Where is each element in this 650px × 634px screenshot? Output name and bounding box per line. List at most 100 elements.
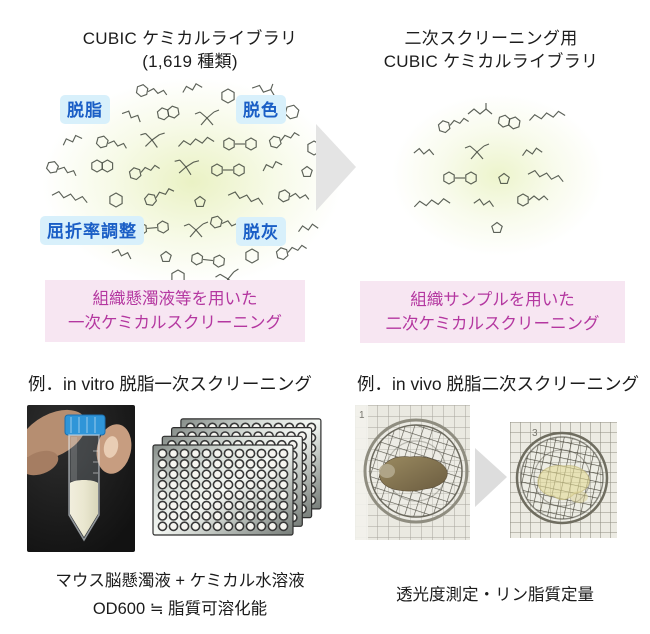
photo-mark-after: 3 (532, 428, 538, 439)
molecule-structure-icon (160, 250, 172, 262)
plate-well (190, 459, 201, 469)
plate-well (179, 511, 190, 521)
plate-well (245, 511, 256, 521)
molecule-structure-icon (437, 117, 469, 134)
molecule-structure-icon (221, 88, 235, 104)
plate-well (212, 479, 223, 490)
molecule-structure-icon (211, 163, 245, 177)
plate-well (201, 521, 212, 532)
cleared-brain-sample (537, 465, 590, 501)
plate-well (190, 511, 201, 521)
library-title-secondary: 二次スクリーニング用 CUBIC ケミカルライブラリ (360, 27, 622, 73)
tube-photo (27, 405, 135, 552)
secondary-screening-line2: 二次ケミカルスクリーニング (385, 315, 600, 333)
molecule-structure-icon (413, 198, 451, 208)
molecule-structure-icon (262, 160, 283, 172)
label-ri-adjustment: 屈折率調整 (40, 216, 144, 245)
plate-well (157, 490, 168, 500)
plate-well (179, 469, 190, 480)
plate-well (234, 448, 245, 459)
plate-well (168, 459, 179, 469)
plate-well (267, 479, 278, 490)
plate-well (267, 511, 278, 521)
molecule-structure-icon (522, 147, 543, 157)
arrow-right-large-icon (316, 124, 356, 211)
plate-well (256, 490, 267, 500)
plate-well (157, 500, 168, 511)
molecule-structure-icon (301, 165, 313, 177)
plate-well (201, 459, 212, 469)
plate-well (245, 490, 256, 500)
plate-well (267, 459, 278, 469)
molecule-structure-icon (178, 136, 215, 147)
plate-well (157, 479, 168, 490)
primary-screening-line2: 一次ケミカルスクリーニング (67, 314, 282, 332)
plate-well (278, 511, 289, 521)
plate-well (201, 500, 212, 511)
plate-well (201, 469, 212, 480)
plate-well (157, 521, 168, 532)
plate-well (201, 448, 212, 459)
library-title-secondary-line1: 二次スクリーニング用 (404, 29, 578, 48)
molecule-structure-icon (182, 83, 203, 93)
primary-screening-box: 組織懸濁液等を用いた 一次ケミカルスクリーニング (45, 280, 305, 342)
plate-well (190, 500, 201, 511)
plate-well (168, 511, 179, 521)
molecule-structure-icon (174, 159, 200, 176)
molecule-structure-icon (223, 137, 257, 151)
primary-screening-line1: 組織懸濁液等を用いた (92, 290, 258, 308)
well-plates-illustration (152, 418, 322, 536)
molecule-structure-icon (45, 161, 77, 177)
plate-well (234, 459, 245, 469)
plate-well (168, 448, 179, 459)
thumb-nail (103, 436, 119, 458)
molecule-structure-icon (491, 221, 503, 233)
molecule-structure-icon (128, 164, 160, 181)
plate-well (179, 500, 190, 511)
milky-suspension (70, 480, 98, 537)
molecule-scatter-right (413, 103, 566, 233)
example-invivo-caption: 例．in vivo 脱脂二次スクリーニング (357, 374, 639, 394)
molecule-structure-icon (194, 109, 220, 126)
molecule-structure-icon (467, 103, 493, 115)
plate-well (168, 479, 179, 490)
plate-well (212, 469, 223, 480)
plate-well (179, 448, 190, 459)
plate-well (190, 521, 201, 532)
plate-well (157, 448, 168, 459)
molecule-structure-icon (464, 143, 490, 160)
plate-well (234, 521, 245, 532)
plate-well (256, 521, 267, 532)
plate-well (223, 459, 234, 469)
library-title-primary-line1: CUBIC ケミカルライブラリ (82, 29, 298, 48)
molecule-structure-icon (194, 195, 206, 207)
plate-well (245, 479, 256, 490)
plate-well (278, 448, 289, 459)
plate-well (234, 490, 245, 500)
plate-well (234, 479, 245, 490)
molecule-structure-icon (135, 84, 168, 98)
molecule-structure-icon (109, 192, 123, 208)
plate-well (212, 490, 223, 500)
plate-well (256, 459, 267, 469)
plate-well (267, 521, 278, 532)
plate-well (168, 469, 179, 480)
plate-well (190, 448, 201, 459)
brain-photo-before: 1 (355, 405, 470, 540)
plate-well (256, 448, 267, 459)
secondary-screening-line1: 組織サンプルを用いた (410, 291, 575, 309)
plate-well (223, 469, 234, 480)
plate-well (223, 521, 234, 532)
plate-well (179, 490, 190, 500)
molecule-structure-icon (473, 198, 494, 208)
molecule-structure-icon (443, 171, 477, 185)
molecule-structure-icon (529, 110, 566, 121)
molecule-structure-icon (298, 223, 319, 233)
molecule-structure-icon (183, 221, 209, 238)
chemical-cluster-glow-right (392, 94, 604, 256)
molecule-structure-icon (517, 193, 549, 207)
plate-well (157, 469, 168, 480)
molecule-structure-icon (277, 189, 310, 203)
plate-well (267, 490, 278, 500)
caption-od600: OD600 ≒ 脂質可溶化能 (92, 600, 268, 618)
